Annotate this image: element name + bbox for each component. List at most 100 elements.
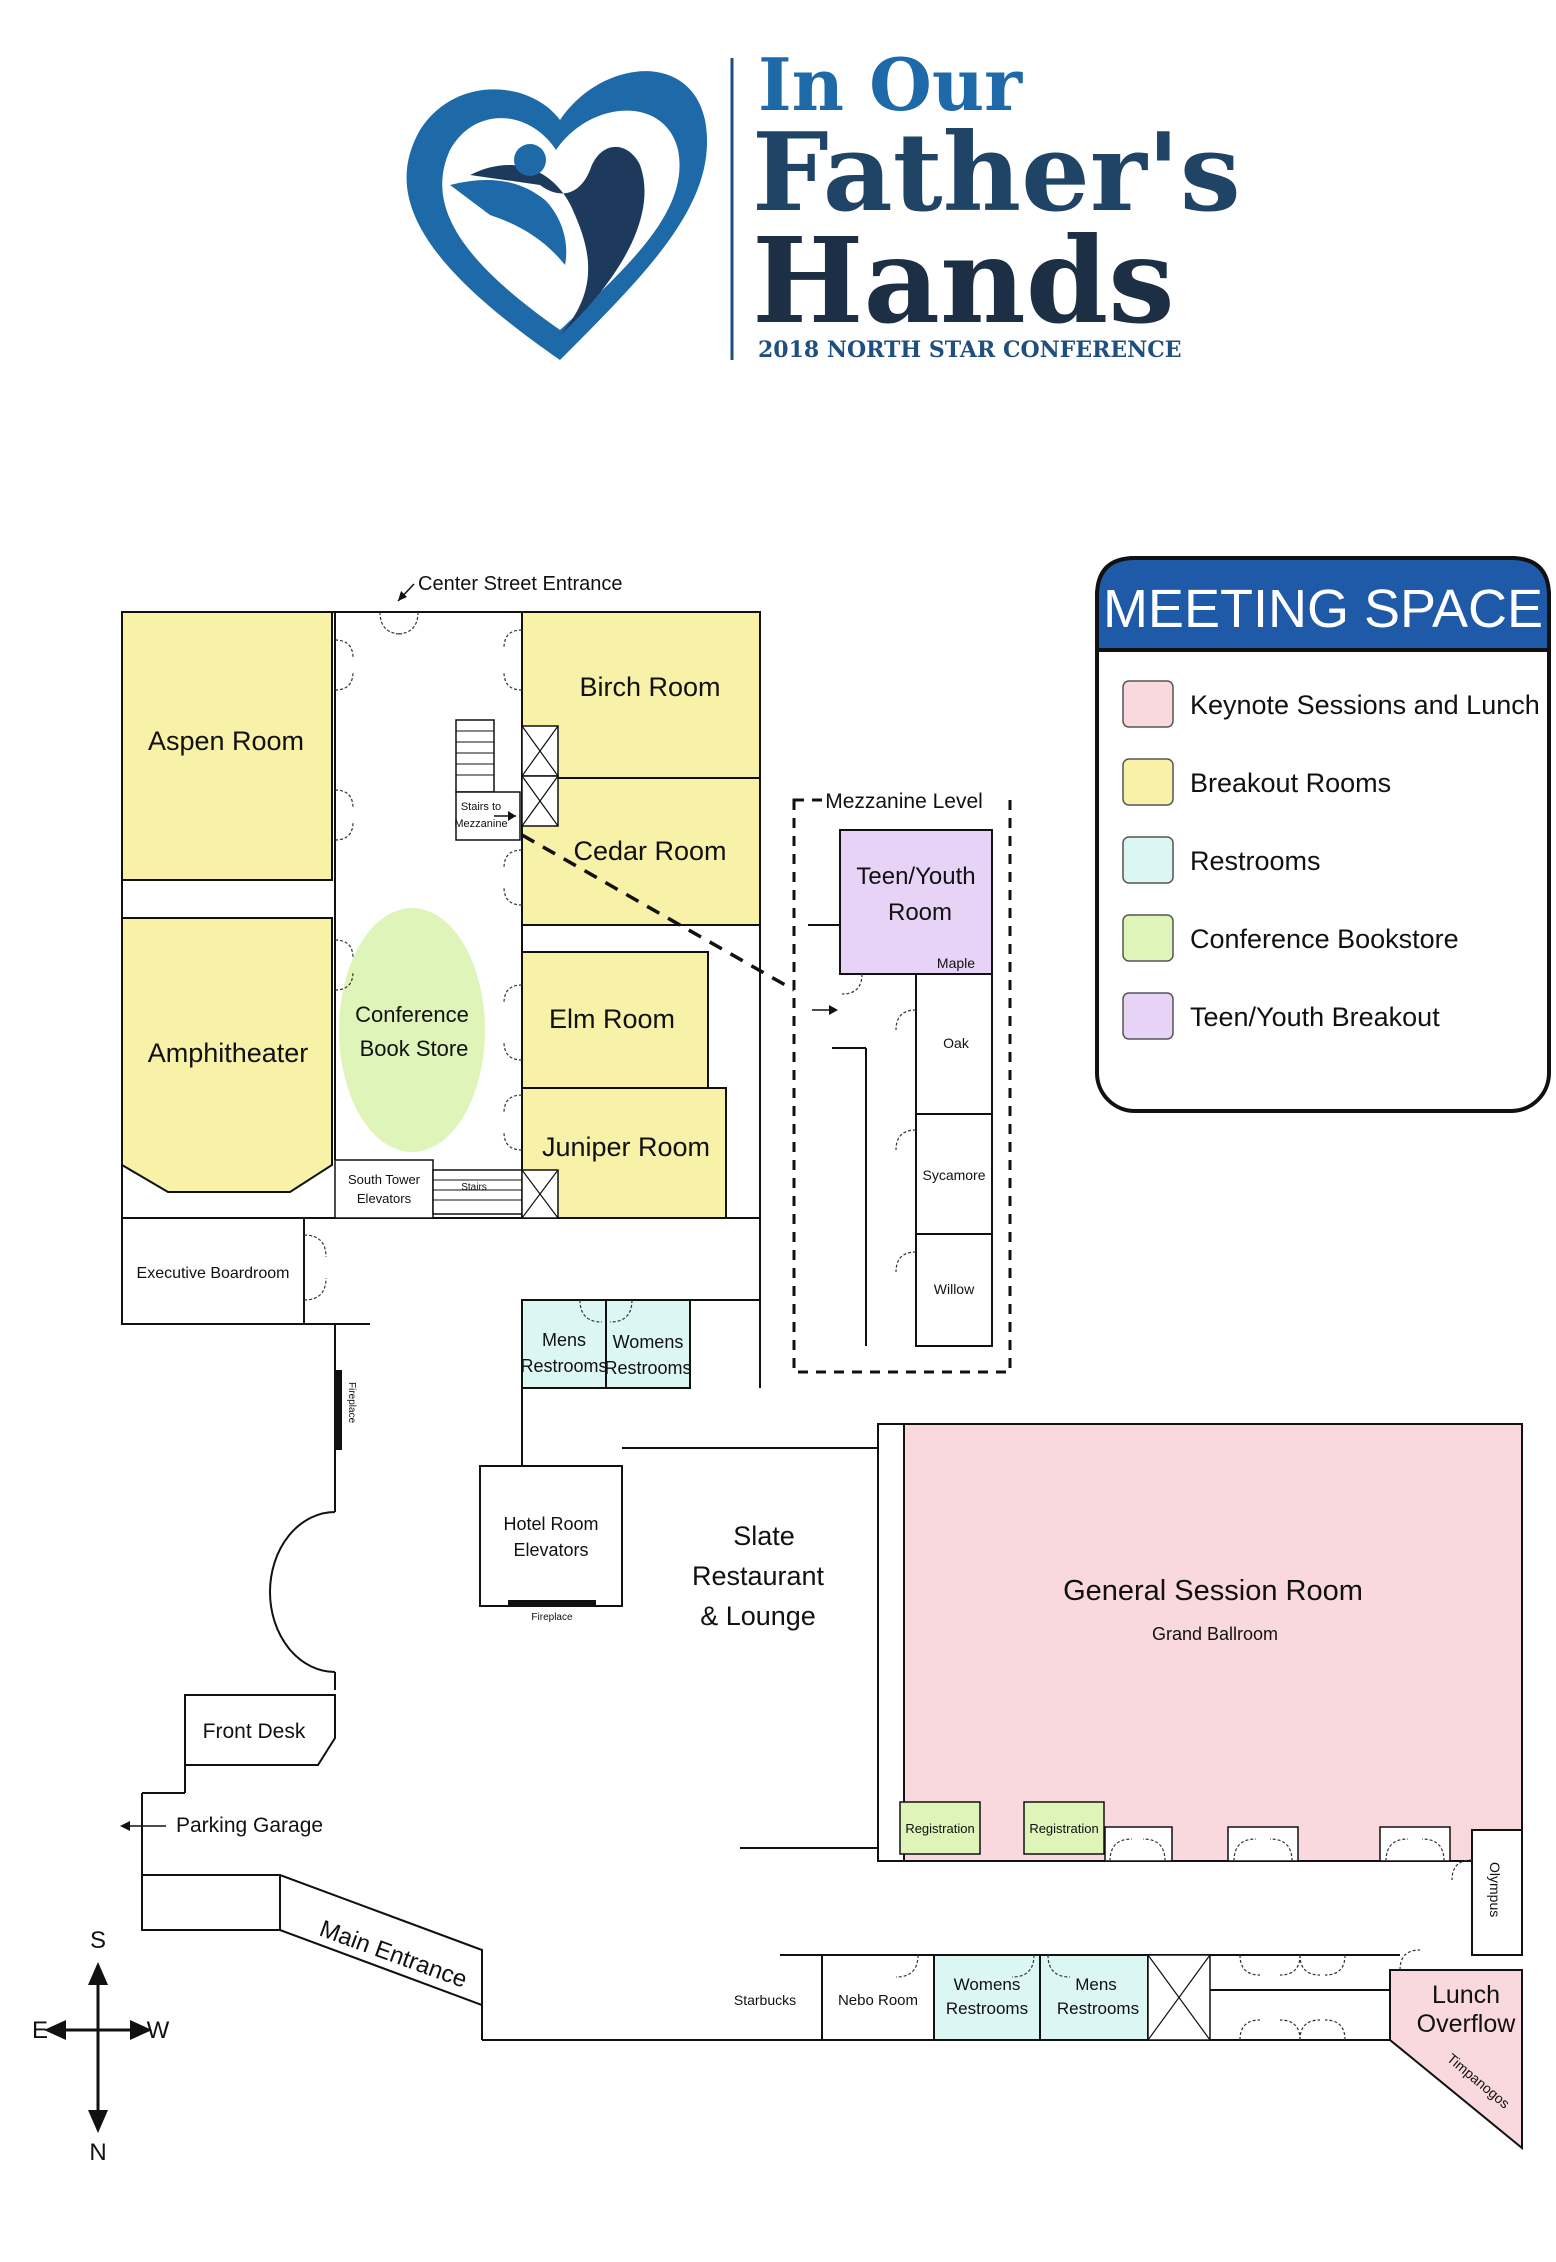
cedar-room-label: Cedar Room	[573, 836, 726, 866]
logo-line-1: In Our	[758, 42, 1023, 127]
birch-room[interactable]	[521, 611, 761, 779]
north-womens-label-1: Womens	[613, 1332, 684, 1352]
center-street-entrance-label: Center Street Entrance	[418, 573, 623, 595]
executive-boardroom[interactable]	[121, 1217, 305, 1325]
legend-label-keynote: Keynote Sessions and Lunch	[1190, 690, 1540, 720]
ballroom-entry-doors[interactable]	[1104, 1826, 1451, 1862]
executive-boardroom-label: Executive Boardroom	[137, 1265, 290, 1282]
south-womens-label-1: Womens	[954, 1975, 1021, 1994]
south-corridor: Starbucks Nebo Room Womens Restrooms Men…	[482, 1954, 1400, 2041]
service-closet-x-icon	[521, 725, 559, 827]
olympus-label: Olympus	[1487, 1862, 1503, 1917]
south-stairs[interactable]: Stairs	[432, 1169, 523, 1215]
heart-hands-logo-icon	[406, 71, 708, 360]
south-mens-restroom[interactable]	[1039, 1954, 1149, 2041]
round-vestibule	[269, 1511, 336, 1673]
south-mens-label-2: Restrooms	[1057, 1999, 1139, 2018]
nebo-room-label: Nebo Room	[838, 1992, 918, 2009]
logo: In Our Father's Hands 2018 NORTH STAR CO…	[406, 42, 1241, 363]
mezzanine-title: Mezzanine Level	[825, 790, 983, 813]
teen-youth-label-1: Teen/Youth	[856, 863, 975, 890]
oak-label: Oak	[943, 1035, 970, 1051]
legend-swatch-keynote	[1122, 680, 1174, 728]
fireplace-west-label: Fireplace	[346, 1382, 357, 1424]
compass-north: N	[89, 2139, 106, 2166]
amphitheater-label: Amphitheater	[148, 1038, 309, 1068]
aspen-room-label: Aspen Room	[148, 726, 304, 756]
legend-title: MEETING SPACE	[1103, 579, 1543, 639]
compass-rose: S N E W	[32, 1927, 170, 2166]
teen-youth-room[interactable]	[839, 829, 993, 975]
cedar-room[interactable]	[521, 777, 761, 926]
bookstore-label-2: Book Store	[360, 1036, 469, 1061]
birch-room-label: Birch Room	[579, 672, 720, 702]
olympus-room[interactable]	[1471, 1829, 1523, 1956]
lobby: Fireplace Hotel Room Elevators Fireplace…	[120, 1324, 879, 2040]
south-stairs-label: Stairs	[461, 1182, 487, 1193]
arrow-down-icon	[88, 2110, 108, 2133]
legend-label-teen: Teen/Youth Breakout	[1190, 1002, 1440, 1032]
legend-label-bookstore: Conference Bookstore	[1190, 924, 1459, 954]
registration-label-2: Registration	[1029, 1821, 1098, 1836]
legend-swatch-bookstore	[1122, 914, 1174, 962]
north-wing: Aspen Room Amphitheater Conference Book …	[121, 573, 761, 1325]
legend-swatch-teen	[1122, 992, 1174, 1040]
north-womens-restroom[interactable]	[605, 1299, 691, 1389]
arrow-right-icon	[130, 2020, 152, 2040]
north-womens-label-2: Restrooms	[604, 1358, 691, 1378]
lunch-overflow-room[interactable]	[1389, 1969, 1523, 2151]
slate-label-3: & Lounge	[700, 1601, 816, 1631]
south-tower-elevators[interactable]	[334, 1159, 434, 1219]
stairs-mezz-label-2: Mezzanine	[454, 818, 507, 830]
door-markers	[334, 611, 523, 1151]
lunch-overflow-label-2: Overflow	[1417, 2010, 1517, 2038]
registration-desk-1[interactable]	[899, 1801, 981, 1855]
teen-youth-label-2: Room	[888, 899, 952, 926]
registration-desk-2[interactable]	[1023, 1801, 1105, 1855]
maple-label: Maple	[937, 955, 975, 971]
general-session-room[interactable]	[903, 1423, 1523, 1862]
bookstore-label-1: Conference	[355, 1002, 469, 1027]
front-desk-label: Front Desk	[203, 1720, 306, 1743]
arrow-left-icon	[44, 2020, 66, 2040]
service-closet-x-icon	[1147, 1954, 1211, 2041]
hotel-elevators-label-2: Elevators	[513, 1540, 588, 1560]
south-womens-restroom[interactable]	[933, 1954, 1041, 2041]
arrow-up-icon	[88, 1962, 108, 1985]
legend-label-breakout: Breakout Rooms	[1190, 768, 1391, 798]
willow-room[interactable]	[915, 1233, 993, 1347]
stairs-to-mezzanine[interactable]: Stairs to Mezzanine	[454, 719, 521, 841]
elm-room[interactable]	[521, 951, 709, 1089]
bookstore-area[interactable]	[339, 908, 485, 1152]
legend-label-restrooms: Restrooms	[1190, 846, 1321, 876]
starbucks-label: Starbucks	[734, 1992, 796, 2008]
legend-header	[1095, 556, 1551, 652]
north-mens-restroom[interactable]	[521, 1299, 607, 1389]
juniper-room-label: Juniper Room	[542, 1132, 710, 1162]
logo-subtitle: 2018 NORTH STAR CONFERENCE	[758, 337, 1182, 363]
north-restrooms: Mens Restrooms Womens Restrooms	[520, 1218, 761, 1466]
north-mens-label-2: Restrooms	[520, 1356, 607, 1376]
slate-label-1: Slate	[733, 1521, 795, 1551]
grand-ballroom-label: Grand Ballroom	[1152, 1624, 1278, 1644]
oak-room[interactable]	[915, 973, 993, 1115]
south-tower-label-1: South Tower	[348, 1172, 421, 1187]
fireplace-hotel-label: Fireplace	[531, 1612, 573, 1623]
amphitheater-room[interactable]	[121, 917, 333, 1193]
compass-south: S	[90, 1927, 106, 1954]
hotel-room-elevators[interactable]	[479, 1465, 623, 1607]
south-mens-label-1: Mens	[1075, 1975, 1117, 1994]
main-entrance-label: Main Entrance	[316, 1915, 471, 1993]
south-tower-label-2: Elevators	[357, 1191, 412, 1206]
sycamore-label: Sycamore	[922, 1167, 985, 1183]
compass-west: W	[147, 2017, 170, 2044]
registration-label-1: Registration	[905, 1821, 974, 1836]
aspen-room[interactable]	[121, 611, 333, 881]
legend: MEETING SPACE Keynote Sessions and Lunch…	[1095, 556, 1551, 1113]
front-desk[interactable]	[184, 1694, 336, 1766]
main-entrance-wall	[141, 1874, 483, 2007]
general-session-label: General Session Room	[1063, 1575, 1363, 1607]
fireplace-west	[334, 1370, 342, 1450]
fireplace-hotel	[508, 1600, 596, 1607]
